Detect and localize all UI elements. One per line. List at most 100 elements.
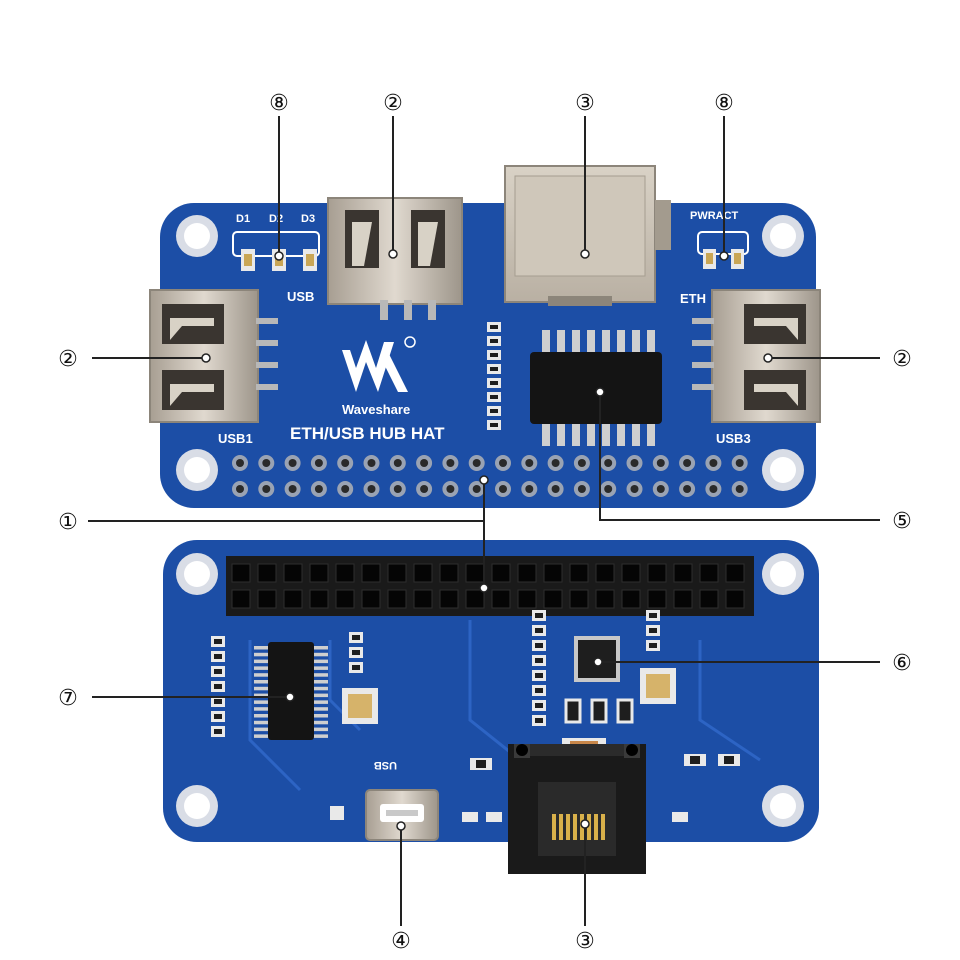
chip-pin (557, 422, 565, 446)
chip-pin (254, 666, 270, 670)
header-pin-socket (621, 589, 641, 609)
rj45-jack-bottom (508, 744, 646, 874)
header-pin-socket (413, 589, 433, 609)
waveshare-logo (342, 336, 416, 392)
callout-6: ⑥ (892, 651, 912, 676)
chip-pin (312, 686, 328, 691)
chip-pin (254, 693, 270, 698)
pwr-act-label: PWRACT (690, 210, 739, 222)
smd-components (330, 698, 740, 822)
chip-pin (557, 330, 565, 354)
led (303, 249, 317, 271)
header-pin-socket (335, 589, 355, 609)
mounting-hole (176, 553, 218, 595)
resistor-array (532, 610, 546, 726)
chip-pin (647, 422, 655, 446)
usb-a-port-right (692, 289, 821, 423)
led (241, 249, 255, 271)
header-pin-socket (439, 563, 459, 583)
callout-numbers: ⑧ ② ③ ⑧ ② ② ① ⑤ ⑥ ⑦ ④ ③ (58, 91, 912, 954)
header-pin-socket (257, 563, 277, 583)
callout-dot (479, 475, 489, 485)
callout-dot (580, 249, 590, 259)
chip-pin (617, 330, 625, 354)
header-pin-socket (283, 563, 303, 583)
rj45-pin (587, 814, 591, 840)
chip-pin (312, 693, 328, 698)
header-pin-socket (699, 563, 719, 583)
header-pin-socket (517, 563, 537, 583)
callout-dot (580, 819, 590, 829)
header-pin-socket (595, 589, 615, 609)
chip-pin (254, 659, 270, 664)
chip-pin (254, 652, 270, 657)
header-pin-socket (517, 589, 537, 609)
chip-pin (572, 422, 580, 446)
rj45-pin (552, 814, 556, 840)
chip-pin (602, 422, 610, 446)
led-label-d3: D3 (301, 213, 315, 225)
led-label-d2: D2 (269, 213, 283, 225)
header-pin-socket (231, 589, 251, 609)
chip-pin (542, 330, 550, 354)
callout-8-top-right: ⑧ (714, 91, 734, 116)
bottom-usb-label: USB (374, 759, 397, 771)
header-pin-socket (621, 563, 641, 583)
callout-dot (396, 821, 406, 831)
usb1-label: USB1 (218, 431, 253, 446)
chip-pin (312, 700, 328, 704)
chip-pin (587, 330, 595, 354)
callout-7: ⑦ (58, 686, 78, 711)
chip-pin (632, 422, 640, 446)
header-pin-socket (387, 589, 407, 609)
header-pin-socket (725, 563, 745, 583)
header-pin-socket (439, 589, 459, 609)
callout-dot (479, 583, 489, 593)
chip-pin (312, 652, 328, 657)
chip-pin (254, 707, 270, 711)
callout-dot (285, 692, 295, 702)
chip-pin (254, 700, 270, 704)
resistor-array (646, 610, 660, 651)
header-pin-socket (257, 589, 277, 609)
callout-lines (88, 116, 880, 926)
bottom-board: USB (163, 540, 819, 874)
top-board: D1 D2 D3 PWRACT USB (149, 165, 821, 508)
callout-2-top: ② (383, 91, 403, 116)
mounting-hole (176, 449, 218, 491)
mounting-hole (762, 215, 804, 257)
header-pin-socket (231, 563, 251, 583)
resistor-array (211, 636, 225, 737)
chip-pin (312, 646, 328, 650)
header-pin-socket (543, 589, 563, 609)
gpio-pads (232, 455, 748, 497)
chip-pin (254, 720, 270, 725)
header-pin-socket (335, 563, 355, 583)
mounting-hole (176, 215, 218, 257)
chip-pin (632, 330, 640, 354)
micro-usb-port (365, 789, 439, 841)
callout-2-left: ② (58, 347, 78, 372)
gpio-header-40pin (226, 556, 754, 616)
callout-dot (595, 387, 605, 397)
rj45-jack-top (504, 165, 671, 306)
callout-2-right: ② (892, 347, 912, 372)
header-pin-socket (491, 563, 511, 583)
brand-label: Waveshare (342, 402, 410, 417)
chip-pin (312, 714, 328, 718)
callout-8-top-left: ⑧ (269, 91, 289, 116)
header-pin-socket (699, 589, 719, 609)
resistor-array (349, 632, 363, 673)
led (703, 249, 716, 269)
usb-label: USB (287, 289, 314, 304)
rj45-pin (594, 814, 598, 840)
chip-pin (254, 680, 270, 684)
usb-a-port-top (327, 197, 463, 320)
led (731, 249, 744, 269)
rj45-pin (566, 814, 570, 840)
chip-pin (254, 727, 270, 732)
mounting-hole (762, 785, 804, 827)
chip-pin (542, 422, 550, 446)
callout-5: ⑤ (892, 509, 912, 534)
chip-pin (312, 727, 328, 732)
